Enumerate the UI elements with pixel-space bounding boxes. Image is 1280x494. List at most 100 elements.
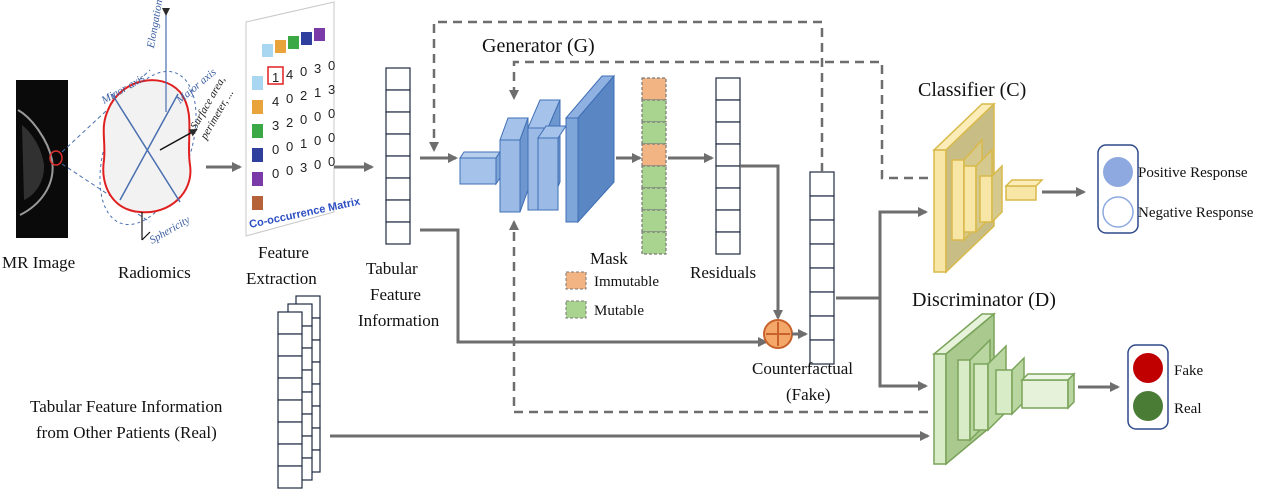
radiomics-shape	[99, 8, 198, 241]
sum-operator	[763, 319, 793, 349]
vector-cell	[809, 291, 835, 317]
vector-cell	[641, 231, 667, 255]
residuals-vector	[715, 77, 741, 255]
arrow	[740, 164, 783, 320]
cooc-value: 3	[328, 82, 335, 97]
vector-cell	[641, 143, 667, 167]
cooc-value: 1	[314, 85, 321, 100]
cooc-value: 0	[286, 91, 293, 106]
counterfactual-vector	[809, 171, 835, 365]
vector-cell	[809, 339, 835, 365]
positive-response-dot	[1103, 157, 1133, 187]
vector-cell	[385, 199, 411, 223]
vector-cell	[809, 243, 835, 269]
vector-cell	[277, 421, 303, 445]
counterfactual-label-1: Counterfactual	[752, 359, 853, 378]
cooc-value: 0	[328, 154, 335, 169]
mr-image-label: MR Image	[2, 253, 75, 272]
cooc-value: 3	[314, 61, 321, 76]
cooc-value: 0	[328, 106, 335, 121]
vector-cell	[715, 165, 741, 189]
cooc-color-square	[252, 124, 263, 138]
cooc-color-square	[252, 148, 263, 162]
negative-response-label: Negative Response	[1138, 205, 1254, 221]
legend-mutable-swatch	[565, 300, 587, 319]
vector-cell	[809, 195, 835, 221]
vector-cell	[809, 219, 835, 245]
vector-cell	[385, 67, 411, 91]
discriminator-network	[931, 312, 1076, 466]
generator-network	[459, 74, 616, 224]
tabular-label-1: Tabular	[366, 259, 418, 278]
arrow	[878, 207, 928, 298]
radiomics-label: Radiomics	[118, 263, 191, 282]
cooc-value: 0	[328, 58, 335, 73]
vector-cell	[277, 355, 303, 379]
vector-cell	[641, 187, 667, 211]
cooc-value: 0	[286, 163, 293, 178]
tabular-label-3: Information	[358, 311, 440, 330]
vector-cell	[715, 143, 741, 167]
cooc-value: 4	[286, 67, 293, 82]
vector-cell	[277, 399, 303, 423]
fake-dot	[1133, 353, 1163, 383]
cooc-value: 0	[314, 157, 321, 172]
vector-cell	[277, 333, 303, 357]
vector-cell	[277, 465, 303, 489]
cooc-value: 0	[300, 112, 307, 127]
vector-cell	[277, 443, 303, 467]
vector-cell	[385, 133, 411, 157]
cooc-color-square	[288, 36, 299, 49]
cooc-value: 3	[300, 160, 307, 175]
positive-response-label: Positive Response	[1138, 165, 1248, 181]
feedback-loop-classifier	[509, 60, 928, 180]
classifier-label: Classifier (C)	[918, 79, 1026, 101]
vector-cell	[385, 177, 411, 201]
vector-cell	[641, 209, 667, 233]
mask-vector	[641, 77, 667, 255]
cooc-value: 2	[300, 88, 307, 103]
cooc-color-square	[301, 32, 312, 45]
cooc-color-squares	[252, 28, 325, 210]
cooc-value: 4	[272, 94, 279, 109]
generator-label: Generator (G)	[482, 35, 595, 57]
feature-extraction-label-1: Feature	[258, 243, 309, 262]
vector-cell	[715, 187, 741, 211]
cooc-value: 0	[328, 130, 335, 145]
vector-cell	[715, 231, 741, 255]
cooc-value: 3	[272, 118, 279, 133]
vector-cell	[715, 99, 741, 123]
classifier-network	[932, 102, 1044, 274]
tabular-label-2: Feature	[370, 285, 421, 304]
cooc-value: 0	[272, 166, 279, 181]
vector-cell	[809, 315, 835, 341]
cooc-color-square	[275, 40, 286, 53]
cooc-color-square	[252, 76, 263, 90]
real-label: Real	[1174, 401, 1202, 417]
cooc-value: 2	[286, 115, 293, 130]
tabular-feature-vector	[385, 67, 411, 245]
arrow	[878, 298, 928, 391]
fake-label: Fake	[1174, 363, 1204, 379]
vector-cell	[715, 77, 741, 101]
skip-connection	[420, 228, 768, 347]
vector-cell	[715, 209, 741, 233]
cooc-value: 1	[300, 136, 307, 151]
feedback-loop-discriminator	[509, 220, 928, 414]
vector-cell	[385, 155, 411, 179]
mask-label: Mask	[590, 249, 628, 268]
negative-response-dot	[1102, 196, 1134, 228]
vector-cell	[277, 377, 303, 401]
cooc-value: 0	[300, 64, 307, 79]
vector-cell	[385, 89, 411, 113]
cooc-value: 0	[272, 142, 279, 157]
vector-cell	[385, 111, 411, 135]
vector-cell	[385, 221, 411, 245]
legend-mutable-label: Mutable	[594, 303, 644, 319]
feature-extraction-label-2: Extraction	[246, 269, 317, 288]
cooc-value: 0	[314, 109, 321, 124]
real-dot	[1133, 391, 1163, 421]
axis-sphericity: Sphericity	[148, 214, 193, 247]
